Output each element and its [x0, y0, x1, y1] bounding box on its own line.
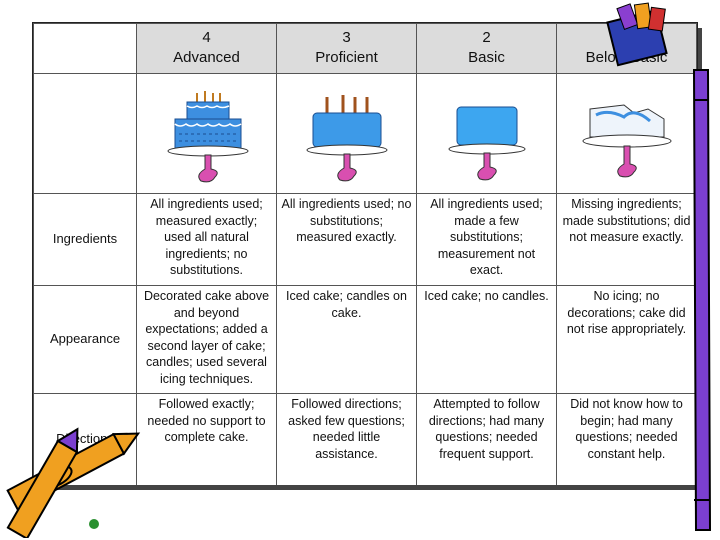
row-label: Ingredients — [33, 193, 137, 286]
level-label: Basic — [468, 49, 505, 66]
score-label: 2 — [482, 29, 491, 46]
row-label: Appearance — [33, 285, 137, 394]
image-cell-basic — [416, 73, 557, 194]
score-label: 4 — [202, 29, 211, 46]
header-basic: 2 Basic — [416, 23, 557, 74]
criteria-cell: Missing ingredients; made substitutions;… — [556, 193, 697, 286]
crayon-box-icon — [606, 2, 668, 67]
image-cell-proficient — [276, 73, 417, 194]
header-advanced: 4 Advanced — [136, 23, 277, 74]
broken-cake-slice-icon — [582, 103, 671, 177]
empty-cell — [33, 73, 137, 194]
purple-crayon-icon — [692, 69, 712, 531]
crayons-icon — [6, 427, 141, 538]
two-layer-cake-icon — [167, 90, 248, 182]
corner-cell — [33, 23, 137, 74]
criteria-cell: Attempted to follow directions; had many… — [416, 393, 557, 486]
header-row: 4 Advanced 3 Proficient 2 Basic 1 Below … — [33, 23, 697, 74]
level-label: Proficient — [315, 49, 378, 66]
criteria-cell: No icing; no decorations; cake did not r… — [556, 285, 697, 394]
header-proficient: 3 Proficient — [276, 23, 417, 74]
image-cell-advanced — [136, 73, 277, 194]
criteria-cell: All ingredients used; made a few substit… — [416, 193, 557, 286]
criteria-cell: Iced cake; candles on cake. — [276, 285, 417, 394]
row-ingredients: Ingredients All ingredients used; measur… — [33, 193, 697, 286]
criteria-cell: Did not know how to begin; had many ques… — [556, 393, 697, 486]
image-row — [33, 73, 697, 194]
criteria-cell: All ingredients used; measured exactly; … — [136, 193, 277, 286]
image-cell-below-basic — [556, 73, 697, 194]
criteria-cell: Decorated cake above and beyond expectat… — [136, 285, 277, 394]
criteria-cell: All ingredients used; no substitutions; … — [276, 193, 417, 286]
level-label: Advanced — [173, 49, 240, 66]
plain-iced-cake-icon — [448, 106, 525, 180]
score-label: 3 — [342, 29, 351, 46]
cake-with-candles-icon — [306, 94, 387, 181]
criteria-cell: Followed directions; asked few questions… — [276, 393, 417, 486]
row-appearance: Appearance Decorated cake above and beyo… — [33, 285, 697, 394]
rubric-table: 4 Advanced 3 Proficient 2 Basic 1 Below … — [32, 22, 702, 490]
criteria-cell: Iced cake; no candles. — [416, 285, 557, 394]
